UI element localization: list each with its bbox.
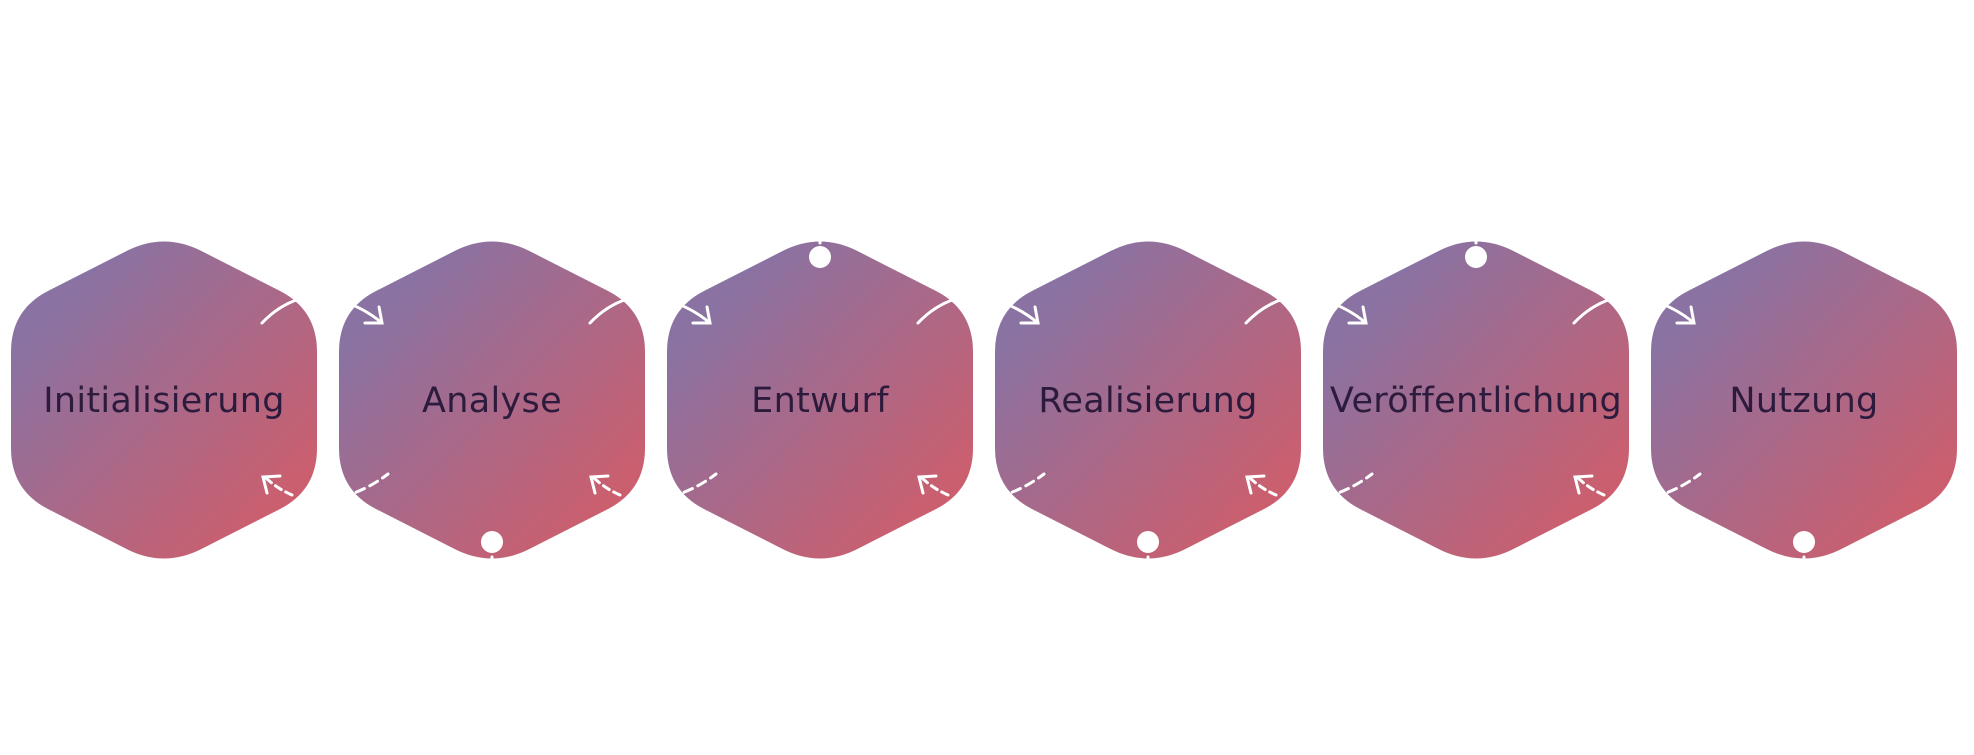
milestone-dot-icon [481, 531, 503, 553]
forward-in-arrow [340, 299, 384, 325]
hexagon-shape [11, 241, 317, 559]
forward-out-connector [916, 297, 957, 325]
forward-out-connector [1572, 297, 1613, 325]
arrowhead-icon [917, 474, 938, 495]
hexagon-shape [339, 241, 645, 559]
forward-in-arrow [668, 299, 712, 325]
phase-hexagon: Entwurf [667, 227, 973, 559]
phase-hexagon: Nutzung [1651, 241, 1957, 573]
arrowhead-icon [1675, 305, 1696, 325]
milestone-dot-icon [1793, 531, 1815, 553]
phase-hexagon: Realisierung [995, 241, 1301, 573]
phase-label: Nutzung [1729, 381, 1878, 421]
backward-in-arrow [263, 475, 294, 497]
backward-out-connector [340, 472, 390, 499]
milestone-dot-icon [1465, 246, 1487, 268]
hexagon-shape [667, 241, 973, 559]
hexagon-shape [1651, 241, 1957, 559]
backward-out-connector [1652, 472, 1702, 499]
hexagon-shape [1323, 241, 1629, 559]
phase-hexagon: Analyse [339, 241, 645, 573]
arrowhead-icon [363, 305, 384, 325]
backward-in-arrow [1247, 475, 1278, 497]
arrowhead-icon [1347, 305, 1368, 325]
forward-out-connector [588, 297, 629, 325]
arrowhead-icon [1573, 474, 1594, 495]
phases: Initialisierung Analyse Entwurf Realisierun… [11, 227, 1957, 573]
backward-in-arrow [591, 475, 622, 497]
backward-in-arrow [1575, 475, 1606, 497]
arrowhead-icon [261, 474, 282, 495]
phase-hexagon: Initialisierung [11, 241, 317, 559]
phase-label: Realisierung [1038, 381, 1257, 421]
backward-out-connector [668, 472, 718, 499]
forward-out-connector [1244, 297, 1285, 325]
forward-in-arrow [996, 299, 1040, 325]
forward-out-connector [260, 297, 301, 325]
arrowhead-icon [589, 474, 610, 495]
phase-label: Veröffentlichung [1330, 381, 1622, 421]
hexagon-shape [995, 241, 1301, 559]
phase-label: Analyse [422, 381, 562, 421]
forward-in-arrow [1324, 299, 1368, 325]
forward-in-arrow [1652, 299, 1696, 325]
milestone-dot-icon [809, 246, 831, 268]
arrowhead-icon [691, 305, 712, 325]
backward-in-arrow [919, 475, 950, 497]
backward-out-connector [1324, 472, 1374, 499]
milestone-dot-icon [1137, 531, 1159, 553]
phase-hexagon: Veröffentlichung [1323, 227, 1629, 559]
arrowhead-icon [1245, 474, 1266, 495]
phase-label: Entwurf [751, 381, 889, 421]
backward-out-connector [996, 472, 1046, 499]
phase-label: Initialisierung [43, 381, 285, 421]
arrowhead-icon [1019, 305, 1040, 325]
